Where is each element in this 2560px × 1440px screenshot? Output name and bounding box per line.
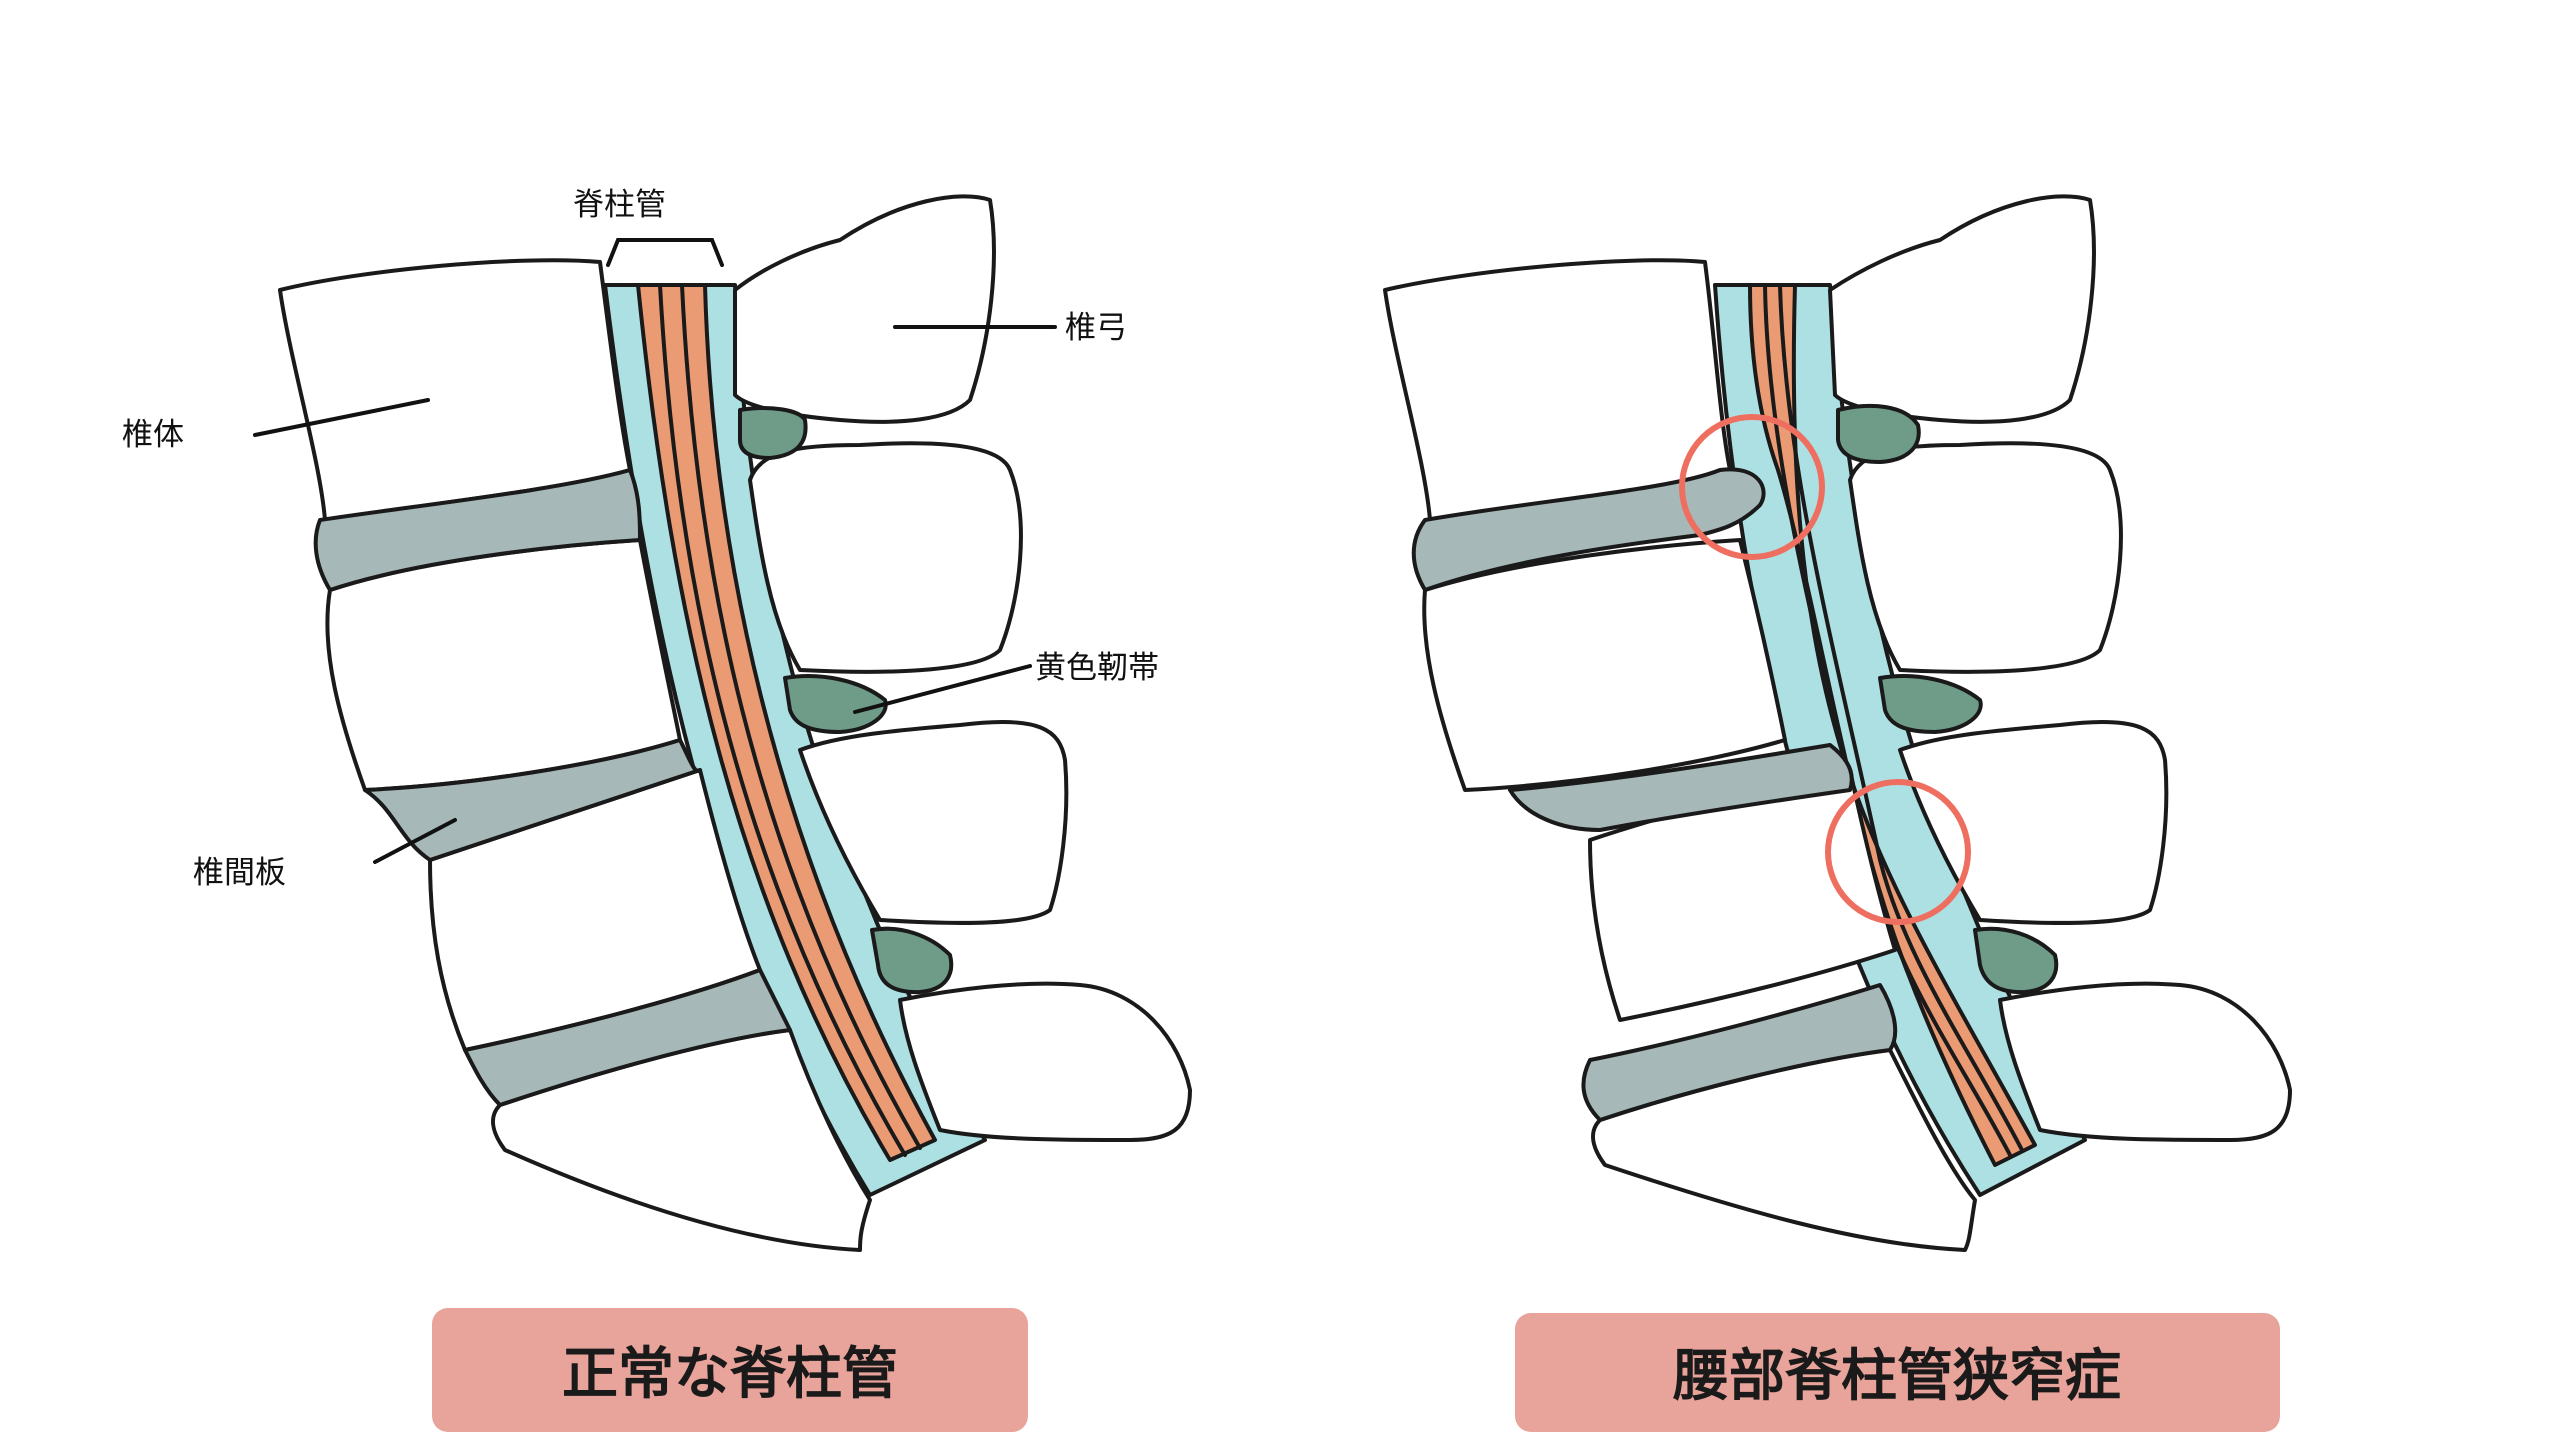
caption-normal-text: 正常な脊柱管 — [562, 1342, 898, 1407]
intervertebral-disc — [1581, 983, 1898, 1122]
ligamentum-flavum — [738, 406, 808, 460]
vertebral-body — [1422, 538, 1787, 792]
ligamentum-flavum — [1878, 674, 1983, 734]
spinal-canal-bracket — [606, 238, 724, 267]
intervertebral-disc — [463, 968, 792, 1107]
vertebral-arch — [1828, 194, 2096, 424]
caption-normal-background — [432, 1308, 1028, 1432]
vertebral-arch — [798, 720, 1069, 925]
vertebral-arch — [748, 441, 1023, 674]
label-vertebral-arch: 椎弓 — [1065, 310, 1127, 346]
intervertebral-disc — [1411, 467, 1766, 592]
nerve-line — [1778, 283, 2024, 1152]
compression-highlight-ring — [1825, 779, 1971, 925]
ligamentum-flavum-leader — [853, 664, 1032, 714]
caption-normal: 正常な脊柱管 — [432, 1308, 1028, 1432]
compression-highlight-ring — [1679, 414, 1825, 560]
caption-stenosis: 腰部脊柱管狭窄症 — [1515, 1313, 2280, 1432]
ligamentum-flavum — [1836, 403, 1921, 464]
label-vertebral-body: 椎体 — [122, 417, 184, 453]
ligamentum-flavum — [783, 674, 888, 734]
caption-stenosis-text: 腰部脊柱管狭窄症 — [1673, 1344, 2121, 1409]
intervertebral-disc — [313, 468, 642, 592]
normal-spine-illustration — [278, 194, 1192, 1252]
intervertebral-disc-leader — [373, 818, 457, 864]
nerve-line — [680, 283, 922, 1150]
label-intervertebral-disc: 椎間板 — [193, 855, 286, 891]
vertebral-arch — [898, 981, 1192, 1142]
vertebral-arch — [733, 194, 996, 424]
caption-stenosis-background — [1515, 1313, 2280, 1432]
vertebral-body-leader — [253, 398, 430, 437]
normal-spine-labels: 脊柱管 椎弓 椎体 黄色靭帯 椎間板 — [122, 187, 1159, 891]
label-ligamentum-flavum: 黄色靭帯 — [1035, 650, 1159, 686]
ligamentum-flavum — [1973, 926, 2059, 995]
nerve-line — [658, 283, 907, 1157]
ligamentum-flavum — [870, 926, 954, 995]
spinal-cord — [636, 283, 937, 1162]
intervertebral-disc — [1508, 743, 1854, 832]
vertebral-arch — [1998, 981, 2292, 1142]
vertebral-arch — [1848, 441, 2123, 674]
intervertebral-disc — [363, 738, 702, 862]
label-spinal-canal: 脊柱管 — [573, 187, 666, 223]
stenosis-spine-illustration — [1383, 194, 2292, 1252]
